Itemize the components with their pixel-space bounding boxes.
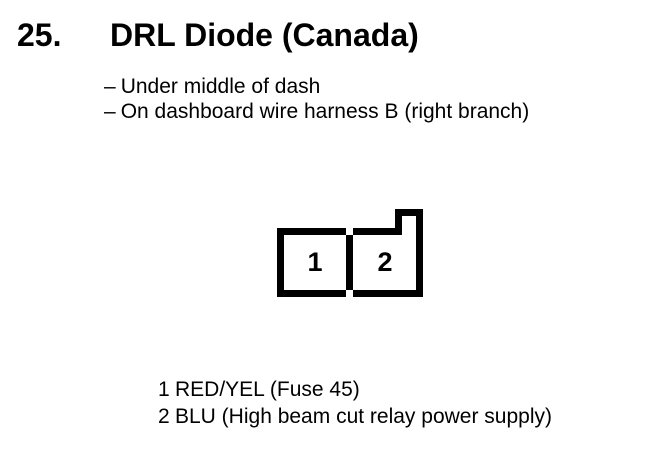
connector-outline [277, 209, 423, 297]
pin-description: BLU (High beam cut relay power supply) [175, 405, 552, 428]
dash-bullet: – [104, 100, 116, 123]
cavity-2-label: 2 [377, 247, 393, 277]
page-title: DRL Diode (Canada) [110, 17, 419, 53]
item-number: 25. [17, 17, 62, 53]
location-note-text: On dashboard wire harness B (right branc… [120, 100, 530, 123]
pin-number: 2 [158, 405, 170, 428]
location-note-text: Under middle of dash [120, 75, 321, 98]
location-note: –Under middle of dash [104, 74, 529, 99]
location-note: –On dashboard wire harness B (right bran… [104, 99, 529, 124]
location-notes: –Under middle of dash –On dashboard wire… [104, 74, 529, 124]
pin-number: 1 [158, 378, 170, 401]
dash-bullet: – [104, 75, 116, 98]
cavity-1-label: 1 [307, 247, 323, 277]
pin-description: RED/YEL (Fuse 45) [175, 378, 360, 401]
